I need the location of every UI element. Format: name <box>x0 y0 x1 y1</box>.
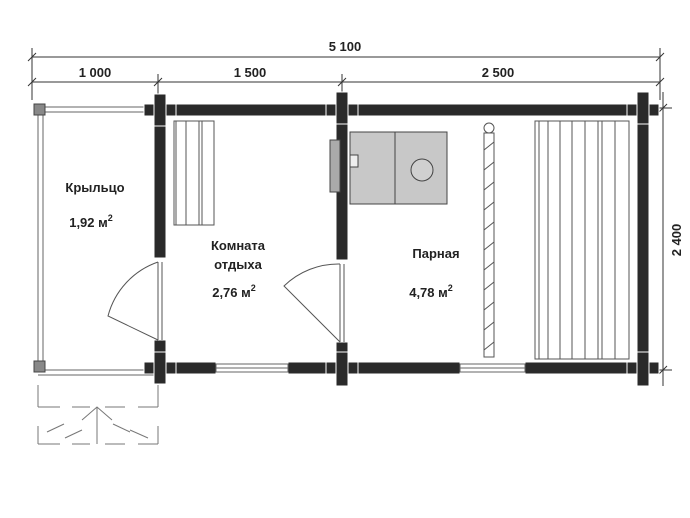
dim-porch: 1 000 <box>79 65 112 80</box>
rest-room-bench <box>173 120 215 226</box>
rest-room-name-line1: Комната <box>211 238 266 253</box>
porch-steps <box>37 385 159 445</box>
log-corners <box>143 91 660 387</box>
steam-room-shelves <box>534 120 630 360</box>
porch-area-unit-sup: 2 <box>108 213 113 223</box>
wall-top <box>149 103 656 117</box>
porch-area: 1,92 м2 <box>69 213 113 230</box>
porch-post-top <box>33 103 46 116</box>
door-steam-room <box>283 263 345 343</box>
steam-room-rail <box>483 122 495 358</box>
rest-room-area: 2,76 м2 <box>212 283 256 300</box>
sauna-stove <box>329 131 448 205</box>
porch-outline <box>37 106 158 376</box>
door-entrance <box>107 261 163 341</box>
steam-room-area-unit-sup: 2 <box>448 283 453 293</box>
dim-total: 5 100 <box>329 39 362 54</box>
wall-bottom-middle <box>287 361 461 375</box>
dimension-lines <box>27 48 672 386</box>
wall-right <box>636 91 650 387</box>
rest-room-area-unit-sup: 2 <box>251 283 256 293</box>
dim-rest-room: 1 500 <box>234 65 267 80</box>
steam-room-area: 4,78 м2 <box>409 283 453 300</box>
porch-post-bottom <box>33 360 46 373</box>
dim-steam-room: 2 500 <box>482 65 515 80</box>
rest-room-name-line2: отдыха <box>214 257 262 272</box>
windows <box>215 363 526 373</box>
steam-room-name: Парная <box>412 246 459 261</box>
porch-name: Крыльцо <box>65 180 124 195</box>
dim-depth: 2 400 <box>669 224 684 257</box>
